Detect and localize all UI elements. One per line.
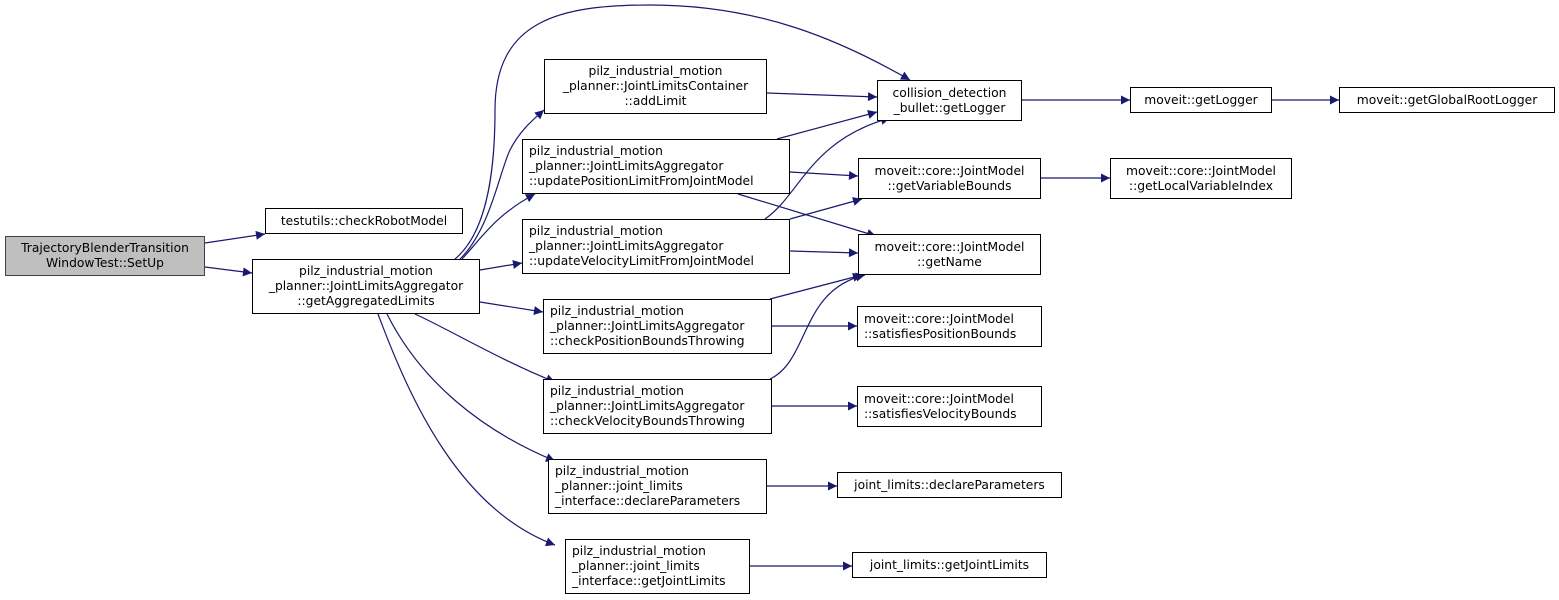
- node-label-line: ::getName: [917, 254, 982, 269]
- edge-getAggregatedLimits-to-bulletGetLogger: [454, 4, 911, 260]
- node-getLocalVariableIndex[interactable]: moveit::core::JointModel::getLocalVariab…: [1110, 158, 1292, 199]
- node-checkPosition[interactable]: pilz_industrial_motion_planner::JointLim…: [543, 299, 772, 354]
- node-getJointLimitsIface[interactable]: pilz_industrial_motion_planner::joint_li…: [565, 539, 750, 594]
- node-label-line: ::checkVelocityBoundsThrowing: [550, 414, 745, 428]
- node-label-line: _interface::getJointLimits: [572, 574, 726, 588]
- node-checkRobotModel[interactable]: testutils::checkRobotModel: [265, 208, 463, 234]
- node-label-line: moveit::core::JointModel: [864, 311, 1014, 326]
- node-label-line: pilz_industrial_motion: [299, 264, 433, 278]
- node-label-line: ::getLocalVariableIndex: [1129, 178, 1273, 193]
- node-addLimit[interactable]: pilz_industrial_motion_planner::JointLim…: [544, 59, 767, 114]
- edge-addLimit-to-bulletGetLogger: [766, 92, 878, 102]
- node-label-line: ::updatePositionLimitFromJointModel: [529, 174, 754, 188]
- edge-getAggregatedLimits-to-checkVelocity: [414, 313, 556, 383]
- node-label-line: ::addLimit: [624, 94, 687, 108]
- node-label-line: WindowTest::SetUp: [46, 256, 164, 270]
- node-getAggregatedLimits[interactable]: pilz_industrial_motion_planner::JointLim…: [252, 259, 480, 314]
- edge-updatePosition-to-getVariableBounds: [789, 170, 859, 180]
- node-label-line: _bullet::getLogger: [893, 100, 1006, 115]
- node-label-line: ::satisfiesPositionBounds: [864, 326, 1017, 341]
- node-label-line: moveit::getGlobalRootLogger: [1356, 92, 1538, 107]
- edge-getAggregatedLimits-to-getJointLimitsIface: [377, 313, 556, 547]
- node-label-line: _planner::JointLimitsContainer: [562, 79, 749, 93]
- node-label-line: _planner::JointLimitsAggregator: [268, 279, 464, 293]
- node-label-line: testutils::checkRobotModel: [280, 213, 448, 228]
- node-label-line: _planner::joint_limits: [572, 559, 700, 573]
- node-label-line: moveit::core::JointModel: [874, 239, 1025, 254]
- node-label-line: _planner::JointLimitsAggregator: [550, 399, 745, 413]
- edges-layer: [204, 4, 1339, 571]
- edge-getAggregatedLimits-to-updateVelocity: [479, 260, 523, 271]
- node-getVariableBounds[interactable]: moveit::core::JointModel::getVariableBou…: [858, 158, 1041, 199]
- node-label-line: pilz_industrial_motion: [588, 64, 723, 78]
- node-getName[interactable]: moveit::core::JointModel::getName: [858, 234, 1041, 275]
- node-label-line: moveit::getLogger: [1144, 92, 1258, 107]
- edge-getAggregatedLimits-to-checkPosition: [479, 301, 544, 316]
- edge-getAggregatedLimits-to-declareParametersIface: [386, 313, 556, 462]
- node-label-line: pilz_industrial_motion: [529, 144, 663, 158]
- node-updatePosition[interactable]: pilz_industrial_motion_planner::JointLim…: [522, 139, 790, 194]
- edge-getAggregatedLimits-to-updatePosition: [461, 193, 536, 260]
- node-label-line: _planner::JointLimitsAggregator: [529, 159, 724, 173]
- node-label-line: joint_limits::getJointLimits: [869, 557, 1030, 572]
- node-label-line: collision_detection: [892, 85, 1007, 100]
- node-label-line: _planner::joint_limits: [555, 479, 683, 493]
- node-label-line: pilz_industrial_motion: [550, 384, 684, 398]
- node-updateVelocity[interactable]: pilz_industrial_motion_planner::JointLim…: [522, 219, 790, 274]
- node-label-line: ::getVariableBounds: [887, 178, 1012, 193]
- edge-setup-to-getAggregatedLimits: [204, 266, 253, 277]
- edge-updatePosition-to-getName: [737, 193, 877, 238]
- node-label-line: ::checkPositionBoundsThrowing: [550, 334, 745, 348]
- node-label-line: joint_limits::declareParameters: [854, 477, 1045, 492]
- node-label-line: pilz_industrial_motion: [529, 224, 663, 238]
- node-moveitGetLogger[interactable]: moveit::getLogger: [1130, 87, 1272, 113]
- node-satisfiesPosition[interactable]: moveit::core::JointModel::satisfiesPosit…: [857, 306, 1042, 347]
- node-label-line: pilz_industrial_motion: [572, 544, 706, 558]
- node-label-line: pilz_industrial_motion: [555, 464, 689, 478]
- edge-updatePosition-to-bulletGetLogger: [776, 110, 878, 140]
- node-label-line: TrajectoryBlenderTransition: [21, 241, 189, 255]
- node-label-line: ::updateVelocityLimitFromJointModel: [529, 254, 754, 268]
- edge-updateVelocity-to-getName: [789, 248, 859, 258]
- node-label-line: moveit::core::JointModel: [874, 163, 1025, 178]
- node-label-line: _planner::JointLimitsAggregator: [529, 239, 724, 253]
- edge-updateVelocity-to-getVariableBounds: [789, 197, 863, 220]
- node-declareParametersIface[interactable]: pilz_industrial_motion_planner::joint_li…: [548, 459, 767, 514]
- node-label-line: ::satisfiesVelocityBounds: [864, 406, 1017, 421]
- edge-checkVelocity-to-getName: [769, 272, 866, 380]
- edge-updateVelocity-to-bulletGetLogger: [764, 116, 891, 220]
- edge-setup-to-checkRobotModel: [204, 230, 266, 244]
- node-checkVelocity[interactable]: pilz_industrial_motion_planner::JointLim…: [543, 379, 772, 434]
- node-label-line: ::getAggregatedLimits: [297, 294, 435, 308]
- edge-checkPosition-to-getName: [769, 272, 863, 300]
- node-satisfiesVelocity[interactable]: moveit::core::JointModel::satisfiesVeloc…: [857, 386, 1042, 427]
- node-jlDeclareParameters[interactable]: joint_limits::declareParameters: [837, 472, 1062, 498]
- node-bulletGetLogger[interactable]: collision_detection_bullet::getLogger: [877, 80, 1022, 121]
- node-label-line: _planner::JointLimitsAggregator: [550, 319, 745, 333]
- node-label-line: _interface::declareParameters: [555, 494, 741, 508]
- node-label-line: moveit::core::JointModel: [1126, 163, 1276, 178]
- node-getGlobalRootLogger[interactable]: moveit::getGlobalRootLogger: [1339, 87, 1555, 113]
- node-jlGetJointLimits[interactable]: joint_limits::getJointLimits: [852, 552, 1047, 578]
- node-label-line: pilz_industrial_motion: [550, 304, 684, 318]
- node-label-line: moveit::core::JointModel: [864, 391, 1014, 406]
- edge-getAggregatedLimits-to-addLimit: [459, 109, 545, 260]
